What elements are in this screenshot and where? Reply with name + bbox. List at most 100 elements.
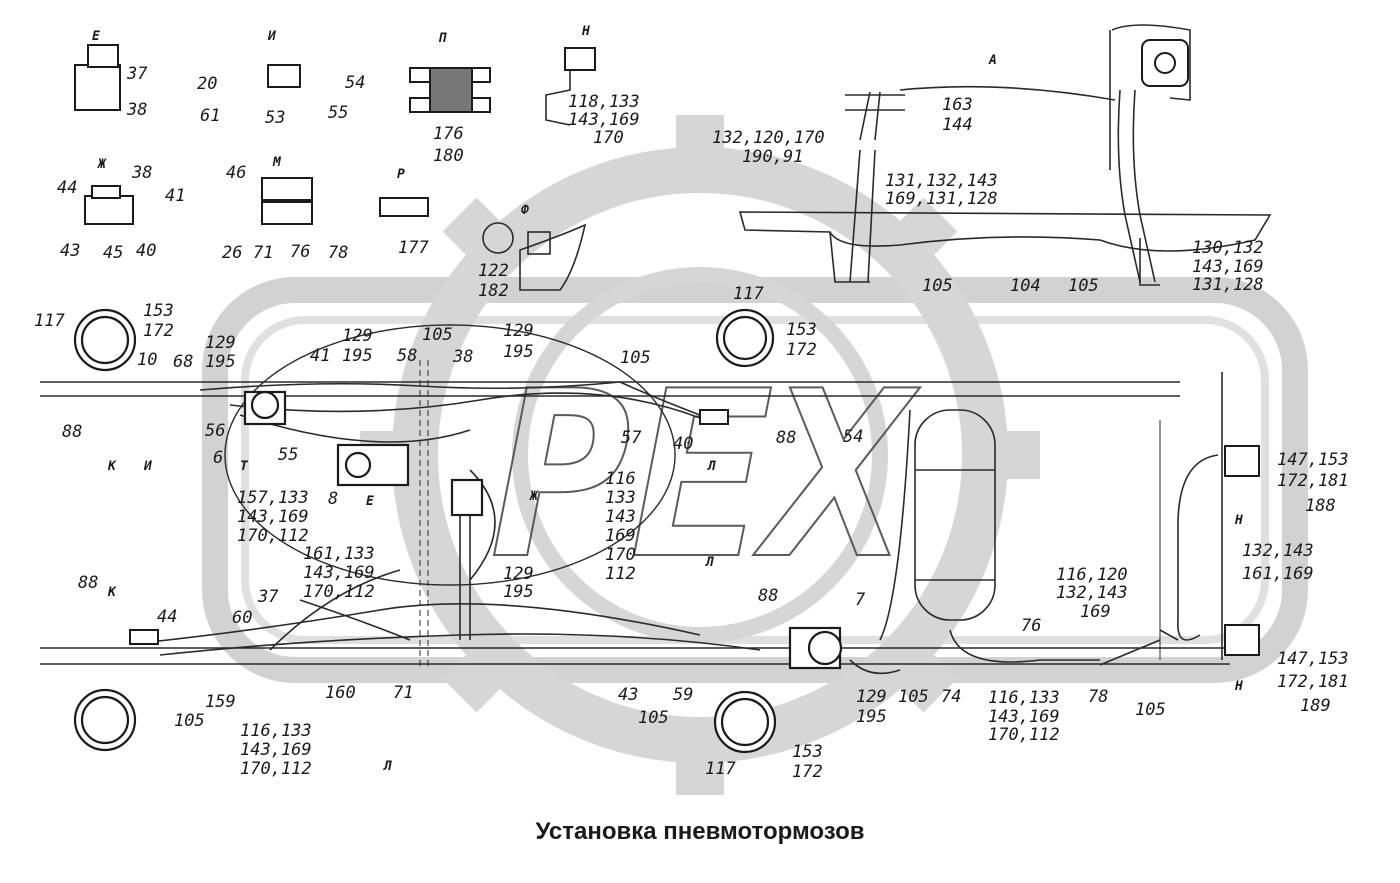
- label: 131,132,143: [885, 171, 998, 191]
- view-letter: К: [107, 459, 117, 474]
- label: 170,112: [237, 526, 309, 546]
- label: 105: [638, 708, 669, 728]
- label: 129: [205, 333, 236, 353]
- label: 143,169: [988, 707, 1060, 727]
- label: 189: [1300, 696, 1331, 716]
- view-letter: Р: [397, 167, 405, 182]
- label: 172: [143, 321, 174, 341]
- label: 38: [126, 100, 147, 120]
- label: 143,169: [237, 507, 309, 527]
- label: 112: [605, 564, 636, 584]
- label: 180: [433, 146, 464, 166]
- label: 71: [253, 243, 273, 263]
- label: 195: [205, 352, 236, 372]
- label: 55: [278, 445, 298, 465]
- label: 195: [342, 346, 373, 366]
- label: 161,169: [1242, 564, 1314, 584]
- label: 169: [1080, 602, 1111, 622]
- label: 10: [137, 350, 157, 370]
- label: 160: [325, 683, 356, 703]
- view-letter: Н: [1234, 513, 1243, 528]
- label: 88: [78, 573, 98, 593]
- label: 172: [786, 340, 817, 360]
- label: 170,112: [988, 725, 1060, 745]
- label: 105: [922, 276, 953, 296]
- label: 195: [503, 582, 534, 602]
- label: 38: [131, 163, 152, 183]
- view-letter: И: [267, 29, 276, 44]
- view-letter: А: [988, 53, 997, 68]
- view-letter: Л: [707, 459, 716, 474]
- label: 143,169: [568, 110, 640, 130]
- label: 105: [422, 325, 453, 345]
- label: 43: [60, 241, 80, 261]
- label: 117: [705, 759, 736, 779]
- label: 169,131,128: [885, 189, 998, 209]
- label: 54: [345, 73, 365, 93]
- label: 44: [157, 607, 177, 627]
- label: 159: [205, 692, 236, 712]
- label: 88: [62, 422, 82, 442]
- label: 170: [593, 128, 624, 148]
- label: 143,169: [303, 563, 375, 583]
- label: 76: [290, 242, 310, 262]
- view-letter: Н: [1234, 679, 1243, 694]
- view-letter: Н: [581, 24, 590, 39]
- view-letter: К: [107, 585, 117, 600]
- label: 104: [1010, 276, 1041, 296]
- label: 172,181: [1277, 672, 1349, 692]
- label: 132,120,170: [712, 128, 825, 148]
- label: 182: [478, 281, 509, 301]
- label: 170,112: [303, 582, 375, 602]
- label: 143: [605, 507, 636, 527]
- label: 68: [173, 352, 193, 372]
- view-letter: Ж: [529, 489, 539, 504]
- label: 41: [165, 186, 185, 206]
- label: 116,120: [1056, 565, 1128, 585]
- label: 105: [1068, 276, 1099, 296]
- label: 7: [855, 590, 866, 610]
- view-letter: Е: [92, 29, 100, 44]
- label: 78: [328, 243, 348, 263]
- label: 129: [503, 321, 534, 341]
- label: 147,153: [1277, 649, 1349, 669]
- label: 43: [618, 685, 638, 705]
- label: 169: [605, 526, 636, 546]
- view-letter: П: [438, 31, 447, 46]
- label: 55: [328, 103, 348, 123]
- label: 195: [503, 342, 534, 362]
- page-title: Установка пневмотормозов: [535, 818, 865, 845]
- label: 74: [941, 687, 961, 707]
- view-letter: Л: [383, 759, 392, 774]
- label: 129: [503, 564, 534, 584]
- label: 88: [758, 586, 778, 606]
- label: 177: [398, 238, 429, 258]
- label: 117: [733, 284, 764, 304]
- label: 59: [673, 685, 693, 705]
- label: 170: [605, 545, 636, 565]
- label: 188: [1305, 496, 1336, 516]
- label: 147,153: [1277, 450, 1349, 470]
- label: 153: [786, 320, 817, 340]
- label: 116: [605, 469, 636, 489]
- label: 157,133: [237, 488, 309, 508]
- label: 176: [433, 124, 464, 144]
- label: 118,133: [568, 92, 640, 112]
- label: 60: [232, 608, 252, 628]
- label: 45: [103, 243, 123, 263]
- view-letter: Л: [705, 555, 714, 570]
- label: 172,181: [1277, 471, 1349, 491]
- label: 153: [143, 301, 174, 321]
- label: 8: [328, 489, 338, 509]
- label: 6: [213, 448, 223, 468]
- label: 44: [57, 178, 77, 198]
- label: 38: [452, 347, 473, 367]
- view-letter: Е: [366, 494, 374, 509]
- label: 105: [620, 348, 651, 368]
- label: 20: [197, 74, 217, 94]
- label: 163: [942, 95, 973, 115]
- label: 161,133: [303, 544, 375, 564]
- label: 116,133: [240, 721, 312, 741]
